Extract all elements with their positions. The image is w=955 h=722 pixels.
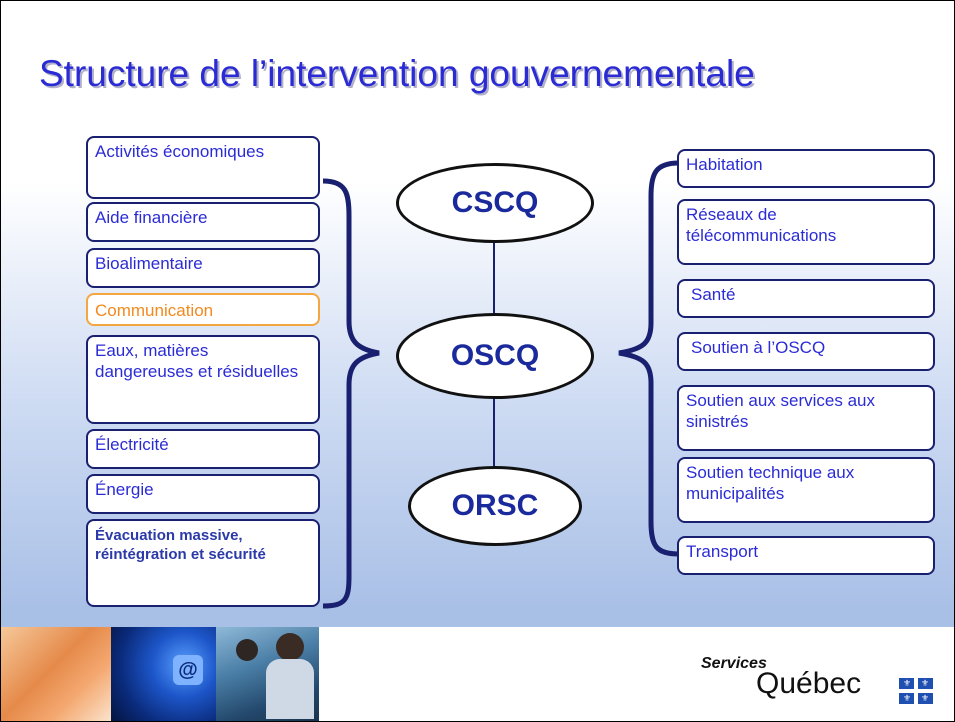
person-head-icon: [236, 639, 258, 661]
box-soutien-sinistres: Soutien aux services aux sinistrés: [677, 385, 935, 451]
call-center-image: [216, 627, 319, 721]
box-reseaux-telecom: Réseaux de télécommunications: [677, 199, 935, 265]
box-eaux-matieres: Eaux, matières dangereuses et résiduelle…: [86, 335, 320, 424]
box-soutien-oscq: Soutien à l’OSCQ: [677, 332, 935, 371]
box-electricite: Électricité: [86, 429, 320, 469]
slide-title: Structure de l’intervention gouvernement…: [39, 53, 755, 94]
box-activites-economiques: Activités économiques: [86, 136, 320, 199]
box-evacuation-massive: Évacuation massive, réintégration et séc…: [86, 519, 320, 607]
node-oscq: OSCQ: [396, 313, 594, 399]
box-habitation: Habitation: [677, 149, 935, 188]
logo-services-text: Services: [701, 655, 767, 672]
at-key-icon: @: [173, 655, 203, 685]
box-bioalimentaire: Bioalimentaire: [86, 248, 320, 288]
fleurdelise-icon: ⚜ ⚜ ⚜ ⚜: [899, 678, 933, 704]
person-head-icon-2: [276, 633, 304, 661]
person-body-icon: [266, 659, 314, 719]
left-brace: [322, 178, 380, 609]
node-cscq: CSCQ: [396, 163, 594, 243]
node-orsc: ORSC: [408, 466, 582, 546]
box-transport: Transport: [677, 536, 935, 575]
right-brace: [618, 160, 680, 557]
box-aide-financiere: Aide financière: [86, 202, 320, 242]
box-soutien-technique: Soutien technique aux municipalités: [677, 457, 935, 523]
keyboard-image: [1, 627, 111, 721]
key-at-image: @: [111, 627, 216, 721]
logo-quebec-text: Québec: [756, 667, 862, 700]
box-communication: Communication: [86, 293, 320, 326]
box-energie: Énergie: [86, 474, 320, 514]
box-sante: Santé: [677, 279, 935, 318]
